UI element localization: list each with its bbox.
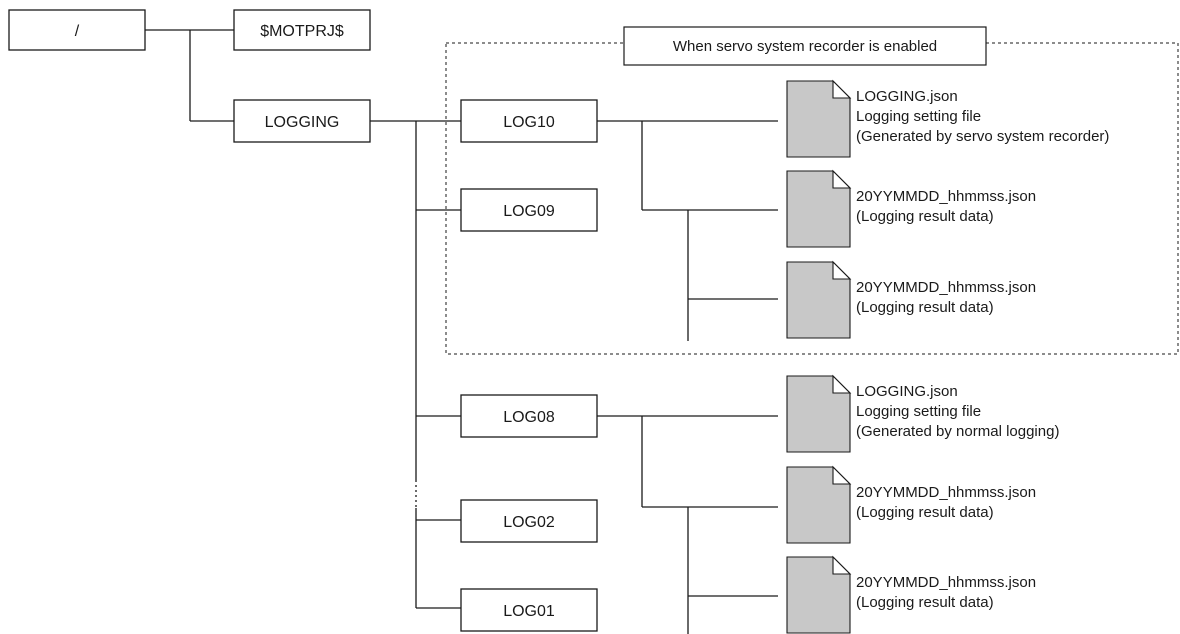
log01-folder-box [460, 588, 598, 632]
file-note: (Generated by servo system recorder) [856, 128, 1109, 145]
file-icon [786, 79, 852, 158]
file-name: 20YYMMDD_hhmmss.json [856, 574, 1036, 591]
file-note: (Logging result data) [856, 504, 994, 521]
region-label: When servo system recorder is enabled [673, 38, 937, 55]
file-icon [786, 260, 852, 339]
log09-folder-label: LOG09 [503, 203, 555, 220]
log01-folder-label: LOG01 [503, 603, 555, 620]
file-name: 20YYMMDD_hhmmss.json [856, 484, 1036, 501]
motprj-folder-box [233, 9, 371, 51]
file-name: LOGGING.json [856, 88, 958, 105]
file-icon [786, 169, 852, 248]
file-icon [786, 465, 852, 544]
log09-folder-box [460, 188, 598, 232]
log10-folder-label: LOG10 [503, 114, 555, 131]
log02-folder-box [460, 499, 598, 543]
file-description: 20YYMMDD_hhmmss.json (Logging result dat… [856, 188, 1040, 225]
log02-folder-label: LOG02 [503, 514, 555, 531]
file-description: 20YYMMDD_hhmmss.json (Logging result dat… [856, 574, 1040, 611]
file-description: 20YYMMDD_hhmmss.json (Logging result dat… [856, 484, 1040, 521]
file-note: (Generated by normal logging) [856, 423, 1059, 440]
file-purpose: Logging setting file [856, 403, 981, 420]
logging-folder-box [233, 99, 371, 143]
root-folder-box [8, 9, 146, 51]
file-icon [786, 374, 852, 453]
file-note: (Logging result data) [856, 299, 994, 316]
motprj-folder-label: $MOTPRJ$ [260, 23, 344, 40]
logging-folder-label: LOGGING [265, 114, 340, 131]
log08-folder-label: LOG08 [503, 409, 555, 426]
file-note: (Logging result data) [856, 594, 994, 611]
file-name: LOGGING.json [856, 383, 958, 400]
file-purpose: Logging setting file [856, 108, 981, 125]
file-description: LOGGING.json Logging setting file (Gener… [856, 88, 1109, 145]
log10-folder-box [460, 99, 598, 143]
region-label-box [623, 26, 987, 66]
log08-folder-box [460, 394, 598, 438]
file-description: LOGGING.json Logging setting file (Gener… [856, 383, 1059, 440]
file-icon [786, 555, 852, 634]
root-folder-label: / [75, 23, 80, 40]
file-description: 20YYMMDD_hhmmss.json (Logging result dat… [856, 279, 1040, 316]
file-name: 20YYMMDD_hhmmss.json [856, 279, 1036, 296]
file-name: 20YYMMDD_hhmmss.json [856, 188, 1036, 205]
connector-lines [145, 29, 778, 634]
file-note: (Logging result data) [856, 208, 994, 225]
